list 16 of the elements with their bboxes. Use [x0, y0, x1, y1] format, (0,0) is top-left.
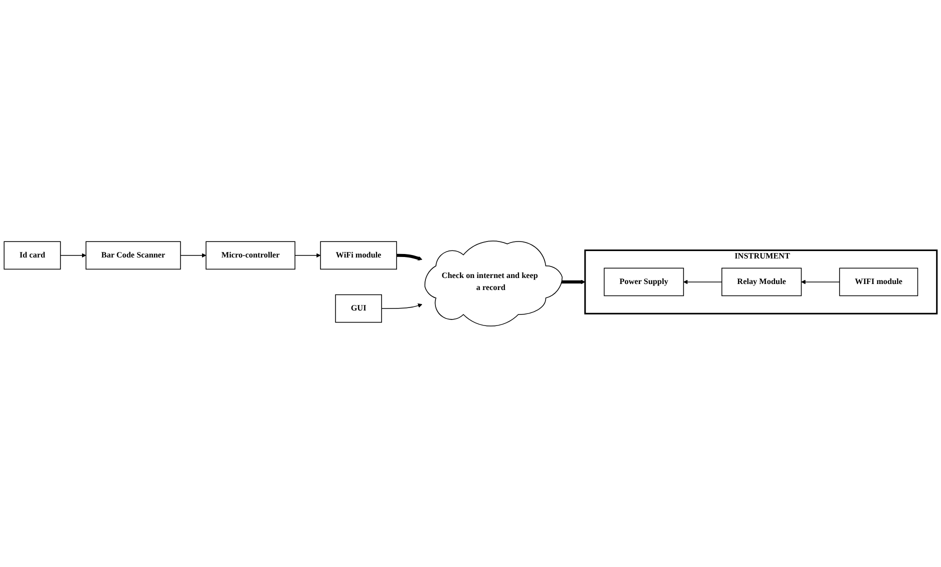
arrow — [180, 253, 206, 258]
node-box: Relay Module — [721, 268, 802, 296]
node-box: Power Supply — [604, 268, 684, 296]
arrow — [381, 303, 422, 309]
node-box: WiFi module — [320, 241, 397, 270]
arrow — [801, 280, 840, 284]
node-box: Bar Code Scanner — [86, 241, 181, 270]
arrow — [560, 280, 586, 284]
node-box: Id card — [4, 241, 61, 270]
node-box: WIFI module — [839, 268, 918, 296]
node-box: Micro-controller — [206, 241, 296, 270]
arrow — [60, 253, 86, 258]
arrow — [396, 254, 422, 260]
node-box: GUI — [335, 294, 382, 323]
arrow — [683, 280, 722, 284]
arrow — [294, 253, 321, 258]
